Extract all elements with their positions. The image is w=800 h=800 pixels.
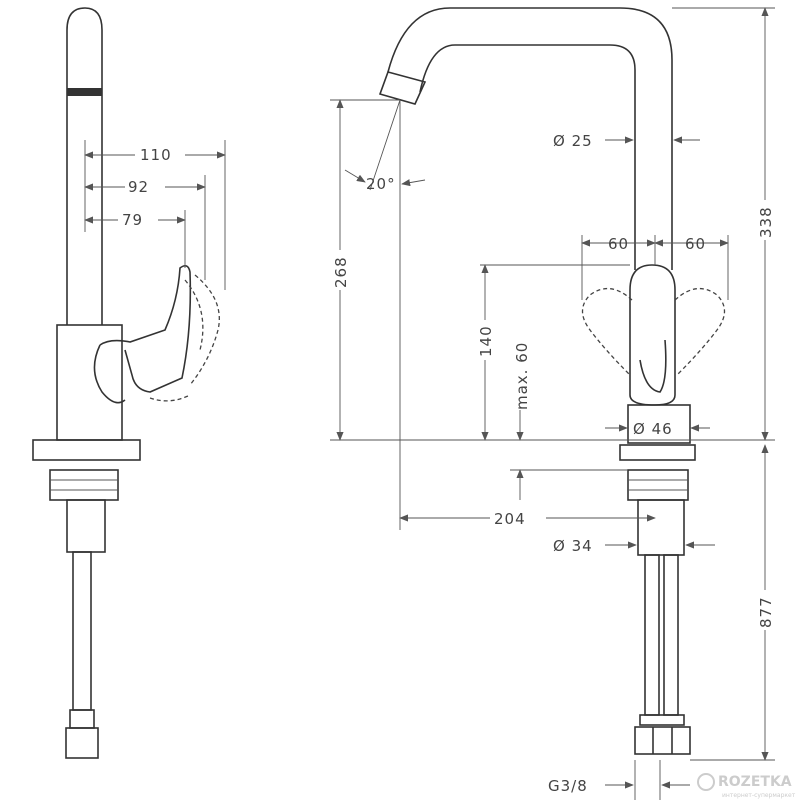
dim-angle-20: 20° [366,175,396,193]
dim-dia-34: Ø 34 [553,537,593,555]
dim-thread-g38: G3/8 [548,777,588,795]
rozetka-logo-icon [697,773,715,791]
watermark-text: ROZETKA [718,774,792,790]
dim-60-left: 60 [608,235,629,253]
aerator-band [67,88,102,96]
spout-nozzle [378,71,427,105]
dim-110: 110 [140,146,172,164]
dim-60-right: 60 [685,235,706,253]
dim-92: 92 [128,178,149,196]
rozetka-watermark: ROZETKA интернет-супермаркет [697,773,796,799]
dim-dia-46: Ø 46 [633,420,673,438]
side-view-faucet: 110 92 79 [32,7,226,759]
handle-left-position [581,288,633,376]
lever-handle [99,264,192,393]
dim-max-60: max. 60 [513,342,531,410]
dim-204: 204 [494,510,526,528]
watermark-subtitle: интернет-супермаркет [722,792,796,799]
dim-79: 79 [122,211,143,229]
handle [629,264,676,406]
handle-right-position [674,288,726,376]
dim-dia-25: Ø 25 [553,132,593,150]
dim-268: 268 [332,256,350,288]
dim-338: 338 [757,206,775,238]
dim-140: 140 [477,325,495,357]
front-view-faucet: 20° 268 140 max. 60 Ø 25 60 60 338 Ø 46 … [322,7,783,800]
dim-877: 877 [757,596,775,628]
